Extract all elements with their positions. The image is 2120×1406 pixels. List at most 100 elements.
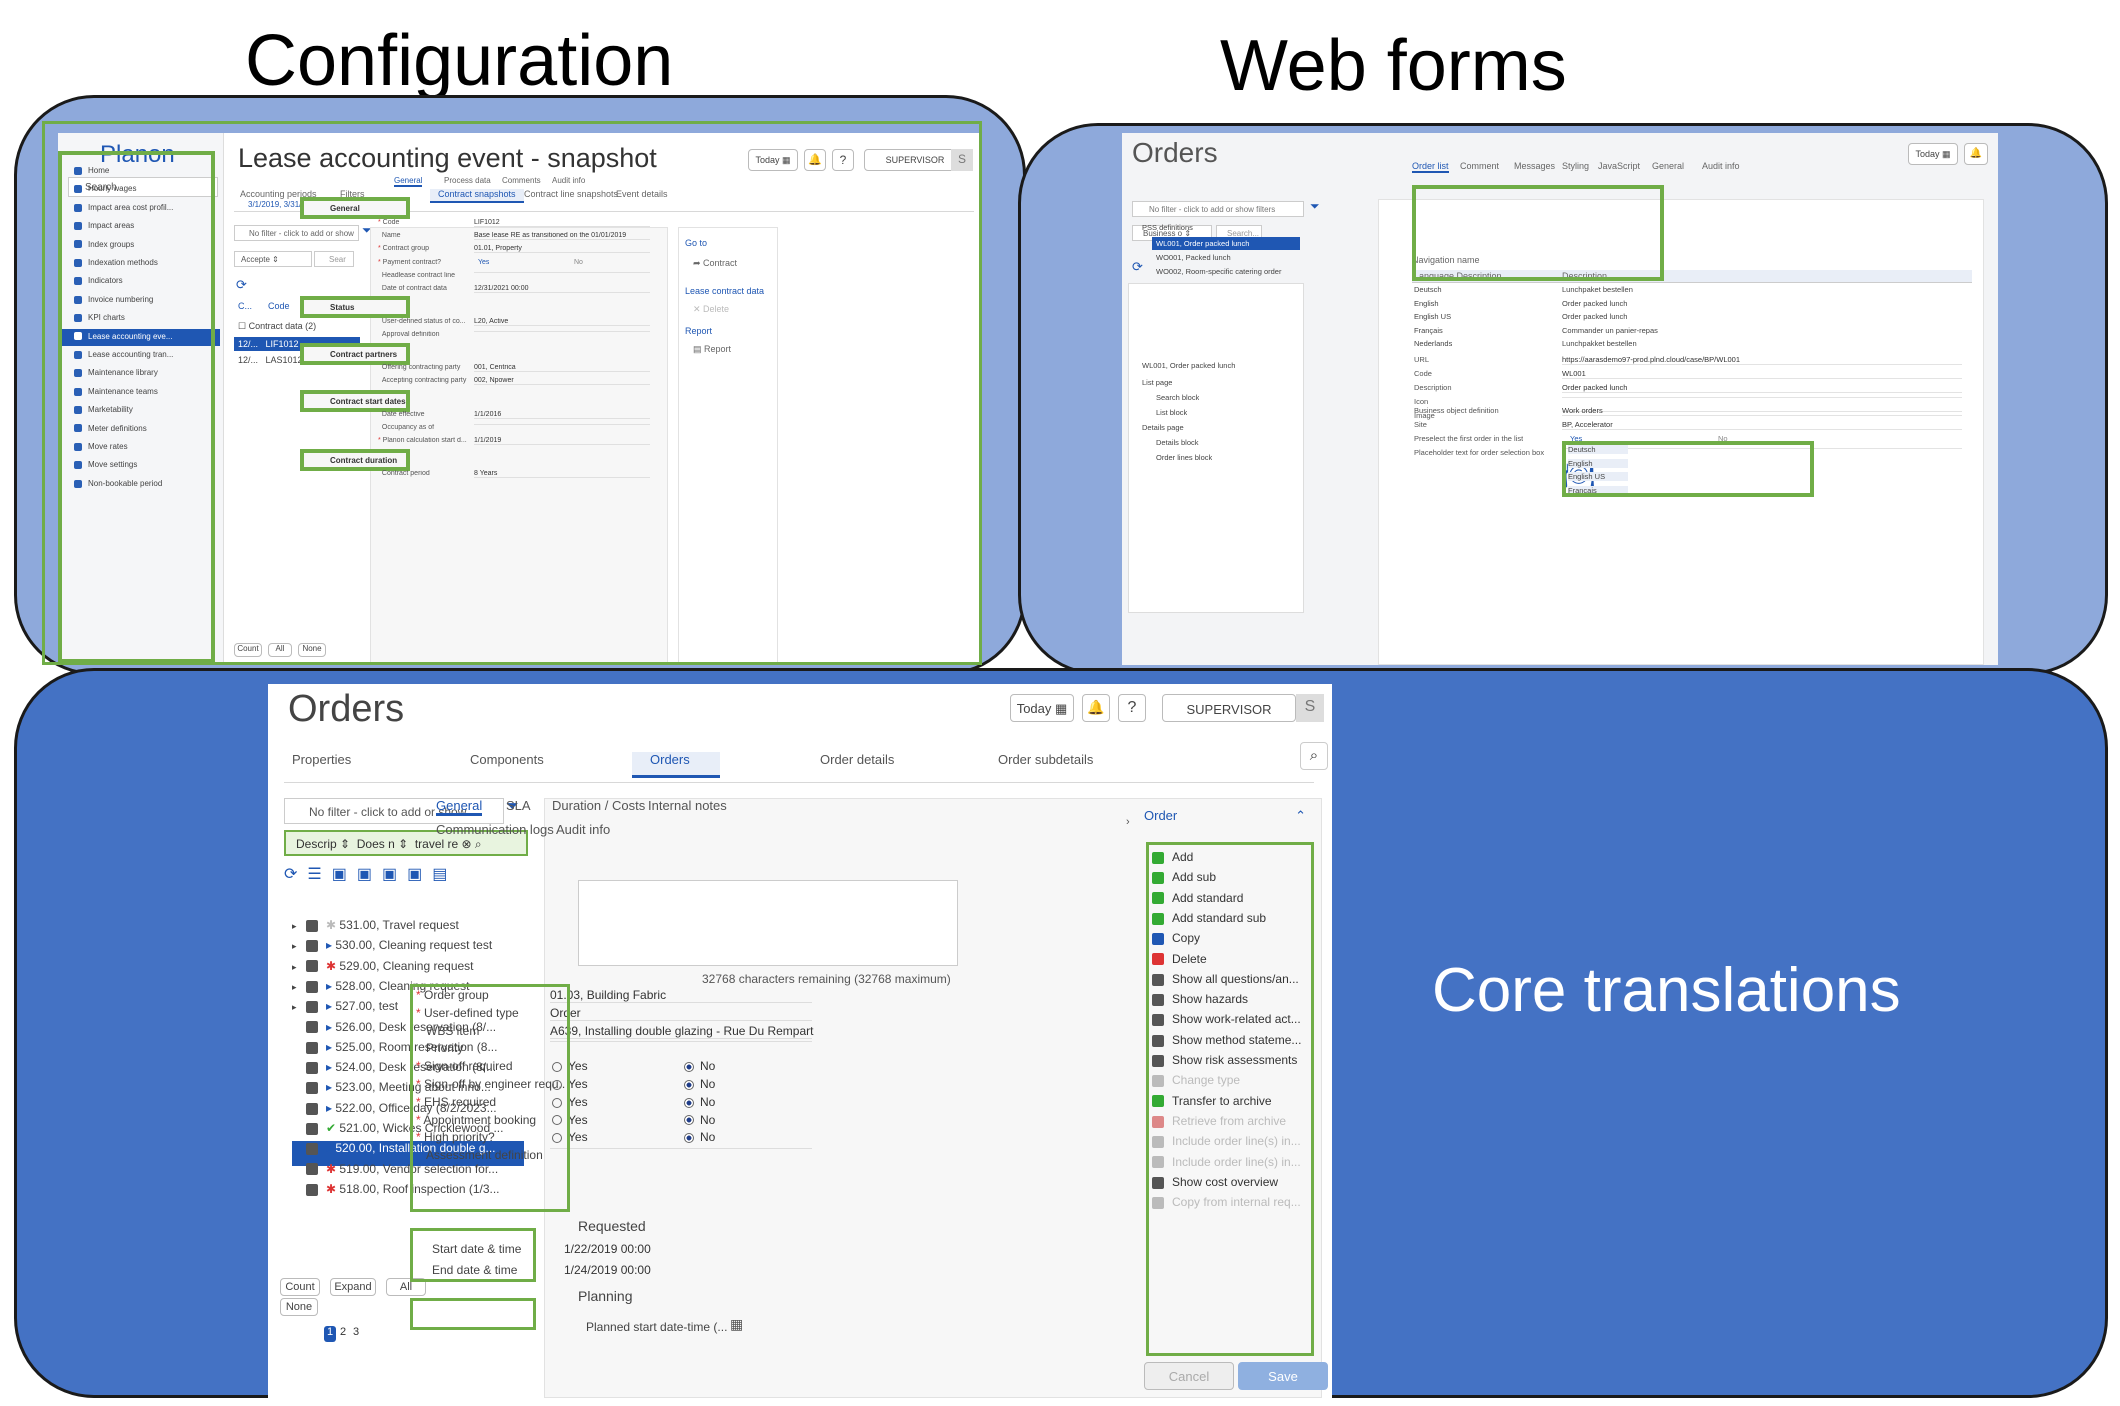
action-item[interactable]: Show hazards <box>1152 992 1310 1006</box>
section-4[interactable]: Contract duration <box>300 449 410 471</box>
all-button[interactable]: All <box>268 643 292 657</box>
report-header[interactable]: Report <box>685 326 713 336</box>
field-radio-yes[interactable]: Yes <box>478 259 490 266</box>
help-icon[interactable]: ? <box>832 149 854 171</box>
detail-tab-2[interactable]: Comments <box>502 176 541 185</box>
sidebar-item[interactable]: Lease accounting tran... <box>62 347 220 364</box>
trans-header-description[interactable]: Description <box>1562 271 1608 281</box>
section-2[interactable]: Contract partners <box>300 343 410 365</box>
field-value[interactable]: 1/1/2016 <box>474 411 650 419</box>
report-action[interactable]: ▤ Report <box>693 344 732 354</box>
tab-1[interactable]: Filters <box>340 189 365 199</box>
tab-3[interactable]: Contract line snapshots <box>524 189 619 199</box>
tab-3[interactable]: Order details <box>820 752 895 767</box>
action-item[interactable]: Add standard <box>1152 891 1310 905</box>
list-item[interactable]: ✱ 519.00, Vendor selection for... <box>292 1162 524 1187</box>
radio-no[interactable]: No <box>684 1095 715 1109</box>
trans-description[interactable]: Commander un panier-repas <box>1562 325 1658 335</box>
date-value[interactable]: 1/24/2019 00:00 <box>564 1263 651 1277</box>
field-value[interactable]: L20, Active <box>474 318 650 326</box>
radio-yes[interactable]: Yes <box>552 1130 588 1144</box>
radio-yes[interactable]: Yes <box>552 1059 588 1073</box>
refresh-icon[interactable]: ⟳ <box>236 277 247 292</box>
radio-yes[interactable]: Yes <box>552 1077 588 1091</box>
action-item[interactable]: Copy <box>1152 931 1310 945</box>
prop-value[interactable]: Work orders <box>1562 406 1962 416</box>
detail-tab-0[interactable]: General <box>436 798 483 816</box>
user-avatar[interactable]: S <box>951 149 973 171</box>
filter-chip-value[interactable]: travel re <box>414 837 459 851</box>
filter-chip-field[interactable]: Descrip <box>296 837 337 851</box>
page-button[interactable]: 2 <box>339 1326 347 1338</box>
action-item[interactable]: Show risk assessments <box>1152 1053 1310 1067</box>
filter-funnel-icon[interactable]: ⏷ <box>1310 199 1320 213</box>
list-item[interactable]: ▸▸ 528.00, Cleaning request <box>292 978 470 993</box>
sidebar-item[interactable]: Impact areas <box>62 218 220 235</box>
prop-value[interactable] <box>1562 397 1962 398</box>
tree-item[interactable]: Details page <box>1142 423 1184 432</box>
sidebar-item[interactable]: Impact area cost profil... <box>62 200 220 217</box>
lang-row[interactable]: Français <box>1568 485 1628 495</box>
list-button-2[interactable]: All <box>386 1278 426 1296</box>
trans-language[interactable]: Nederlands <box>1414 339 1453 348</box>
field-radio-no[interactable]: No <box>574 259 583 266</box>
sidebar-item[interactable]: Hourly wages <box>62 181 220 198</box>
page-button[interactable]: 1 <box>324 1326 336 1342</box>
sidebar-item[interactable]: Move rates <box>62 439 220 456</box>
field-value[interactable] <box>550 1041 812 1043</box>
filter-search-input[interactable]: Sear <box>314 251 354 267</box>
sidebar-item[interactable]: Lease accounting eve... <box>62 328 220 346</box>
list-item[interactable]: ✔ 521.00, Wickes Cricklewood ... <box>292 1121 524 1146</box>
prop-value[interactable] <box>1562 411 1962 412</box>
tab-6[interactable]: Audit info <box>1702 161 1740 171</box>
prop-value[interactable]: https://aarasdemo97-prod.plnd.cloud/case… <box>1562 355 1962 365</box>
sidebar-item[interactable]: Maintenance teams <box>62 384 220 401</box>
sidebar-item[interactable]: Indexation methods <box>62 255 220 272</box>
count-button[interactable]: Count <box>234 643 262 657</box>
trans-description[interactable]: Lunchpakket bestellen <box>1562 339 1637 348</box>
field-value[interactable]: 1/1/2019 <box>474 437 650 445</box>
action-panel-header[interactable]: Order⌃ <box>1144 808 1306 823</box>
cancel-button[interactable]: Cancel <box>1144 1362 1234 1390</box>
prop-value[interactable] <box>1562 448 1962 449</box>
detail-tab-5[interactable]: Audit info <box>556 822 611 837</box>
action-item[interactable]: Show all questions/an... <box>1152 972 1310 986</box>
search-icon[interactable]: ⌕ <box>1300 742 1328 770</box>
field-value[interactable]: LIF1012 <box>474 219 650 227</box>
trans-language[interactable]: English US <box>1414 312 1452 321</box>
calendar-icon[interactable]: ▦ <box>730 1316 744 1332</box>
field-value[interactable]: 002, Npower <box>474 377 650 385</box>
tab-3[interactable]: Styling <box>1562 161 1590 171</box>
notification-bell-icon[interactable]: 🔔 <box>1082 694 1110 722</box>
tab-0[interactable]: Order list <box>1412 161 1449 173</box>
detail-tab-1[interactable]: SLA <box>506 798 531 813</box>
detail-tab-2[interactable]: Duration / Costs <box>552 798 646 813</box>
tab-2[interactable]: Orders <box>632 752 720 778</box>
action-item[interactable]: Show work-related act... <box>1152 1012 1310 1026</box>
field-value[interactable]: 8 Years <box>474 470 650 478</box>
detail-tab-4[interactable]: Communication logs <box>436 822 554 837</box>
radio-yes[interactable]: Yes <box>552 1095 588 1109</box>
tab-2[interactable]: Messages <box>1514 161 1556 171</box>
action-item[interactable]: Copy from internal req... <box>1152 1195 1310 1209</box>
description-textarea[interactable] <box>578 880 958 966</box>
list-button-3[interactable]: None <box>280 1298 318 1316</box>
sidebar-item[interactable]: Indicators <box>62 273 220 290</box>
sidebar-item[interactable]: Invoice numbering <box>62 292 220 309</box>
list-button-1[interactable]: Expand <box>330 1278 376 1296</box>
action-item[interactable]: Add sub <box>1152 870 1310 884</box>
tab-0[interactable]: Properties <box>292 752 352 767</box>
radio-no[interactable]: No <box>684 1077 715 1091</box>
filter-field-select[interactable]: Accepte ⇕ <box>234 251 312 267</box>
trans-description[interactable]: Order packed lunch <box>1562 312 1628 321</box>
notification-bell-icon[interactable]: 🔔 <box>804 149 826 171</box>
list-item[interactable]: ✱ 518.00, Roof inspection (1/3... <box>292 1182 524 1207</box>
detail-tab-3[interactable]: Internal notes <box>648 798 727 813</box>
radio-yes[interactable]: Yes <box>1570 434 1583 443</box>
contract-link[interactable]: ➦ Contract <box>693 258 738 268</box>
tab-5[interactable]: General <box>1652 161 1685 171</box>
section-1[interactable]: Status <box>300 296 410 318</box>
field-value[interactable]: A639, Installing double glazing - Rue Du… <box>550 1023 814 1039</box>
tree-item[interactable]: WL001, Order packed lunch <box>1142 361 1236 370</box>
date-value[interactable]: 1/22/2019 00:00 <box>564 1242 651 1256</box>
